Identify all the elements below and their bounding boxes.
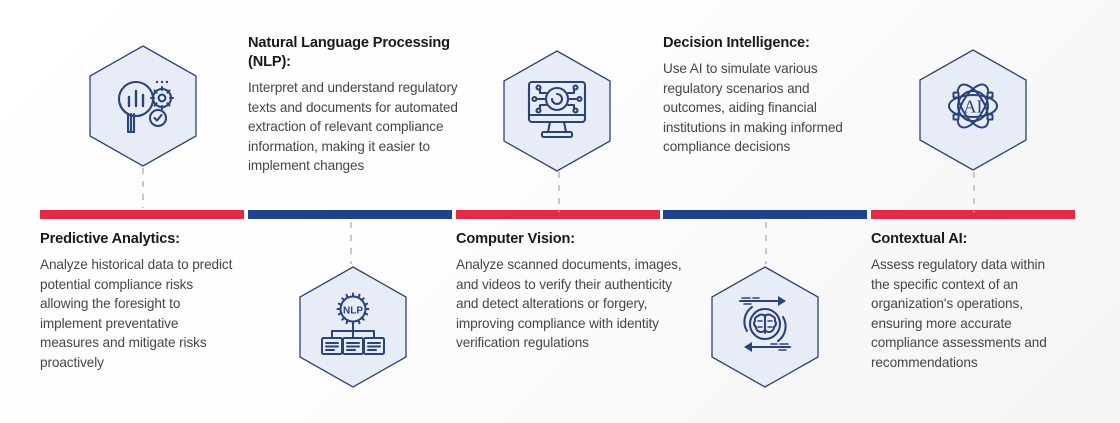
dashed-connector bbox=[765, 222, 767, 264]
column-decision-intelligence: Decision Intelligence: Use AI to simulat… bbox=[663, 0, 867, 423]
icon-hexagon-predictive-analytics bbox=[88, 44, 198, 168]
accent-bar bbox=[663, 210, 867, 219]
accent-bar bbox=[456, 210, 660, 219]
column-computer-vision: Computer Vision: Analyze scanned documen… bbox=[456, 0, 682, 423]
heading: Predictive Analytics: bbox=[40, 231, 180, 247]
dashed-connector bbox=[142, 168, 144, 208]
body-text: Assess regulatory data within the specif… bbox=[871, 257, 1047, 370]
nlp-gear-nodes-icon: NLP bbox=[321, 292, 385, 355]
svg-text:AI: AI bbox=[964, 97, 983, 117]
heading: Computer Vision: bbox=[456, 231, 575, 247]
heading: Contextual AI: bbox=[871, 231, 968, 247]
monitor-eye-circuit-icon bbox=[527, 80, 587, 139]
body-text: Use AI to simulate various regulatory sc… bbox=[663, 61, 843, 155]
body-text: Interpret and understand regulatory text… bbox=[248, 80, 458, 174]
text-block-predictive-analytics: Predictive Analytics: Analyze historical… bbox=[40, 230, 240, 373]
text-block-decision-intelligence: Decision Intelligence: Use AI to simulat… bbox=[663, 34, 859, 157]
atom-ai-icon: AI bbox=[948, 83, 998, 129]
icon-hexagon-decision-intelligence bbox=[710, 265, 820, 389]
accent-bar bbox=[871, 210, 1075, 219]
brain-cycle-arrows-icon bbox=[738, 296, 792, 352]
text-block-contextual-ai: Contextual AI: Assess regulatory data wi… bbox=[871, 230, 1067, 373]
body-text: Analyze historical data to predict poten… bbox=[40, 257, 233, 370]
svg-text:NLP: NLP bbox=[343, 305, 363, 316]
column-contextual-ai: AI Contextual AI: Assess regulatory data… bbox=[871, 0, 1075, 423]
dashed-connector bbox=[350, 222, 352, 264]
text-block-computer-vision: Computer Vision: Analyze scanned documen… bbox=[456, 230, 684, 353]
magnifier-bar-chart-gear-check-icon bbox=[117, 80, 175, 134]
accent-bar bbox=[248, 210, 452, 219]
dashed-connector bbox=[558, 172, 560, 212]
accent-bar bbox=[40, 210, 244, 219]
heading: Decision Intelligence: bbox=[663, 35, 810, 51]
body-text: Analyze scanned documents, images, and v… bbox=[456, 257, 682, 351]
icon-hexagon-natural-language-processing: NLP bbox=[298, 265, 408, 389]
icon-hexagon-computer-vision bbox=[502, 49, 612, 173]
text-block-natural-language-processing: Natural Language Processing (NLP): Inter… bbox=[248, 34, 480, 176]
dashed-connector bbox=[973, 172, 975, 212]
column-predictive-analytics: Predictive Analytics: Analyze historical… bbox=[40, 0, 244, 423]
heading: Natural Language Processing (NLP): bbox=[248, 35, 450, 70]
icon-hexagon-contextual-ai: AI bbox=[918, 48, 1028, 172]
column-natural-language-processing: NLP Natural Language Processing (NLP): I… bbox=[248, 0, 458, 423]
